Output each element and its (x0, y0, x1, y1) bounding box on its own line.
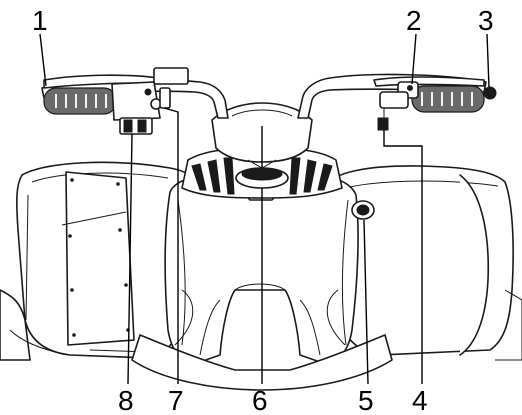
left-number-plate (61, 171, 135, 346)
callout-7: 7 (168, 385, 184, 415)
callout-4: 4 (412, 385, 428, 415)
left-switch-housing (111, 67, 189, 135)
callout-2: 2 (406, 5, 422, 36)
right-grip (411, 85, 485, 113)
left-grip (43, 87, 117, 115)
throttle-lever (377, 91, 409, 131)
leader-lines (39, 33, 490, 385)
callout-1: 1 (32, 5, 48, 36)
light-switch (351, 200, 375, 220)
callouts: 1 2 3 4 5 6 7 8 (32, 5, 494, 415)
callout-3: 3 (478, 5, 494, 36)
callout-6: 6 (252, 385, 268, 415)
callout-8: 8 (118, 385, 134, 415)
right-brake-lever (373, 76, 485, 99)
callout-5: 5 (358, 385, 374, 415)
bar-end (483, 86, 497, 100)
